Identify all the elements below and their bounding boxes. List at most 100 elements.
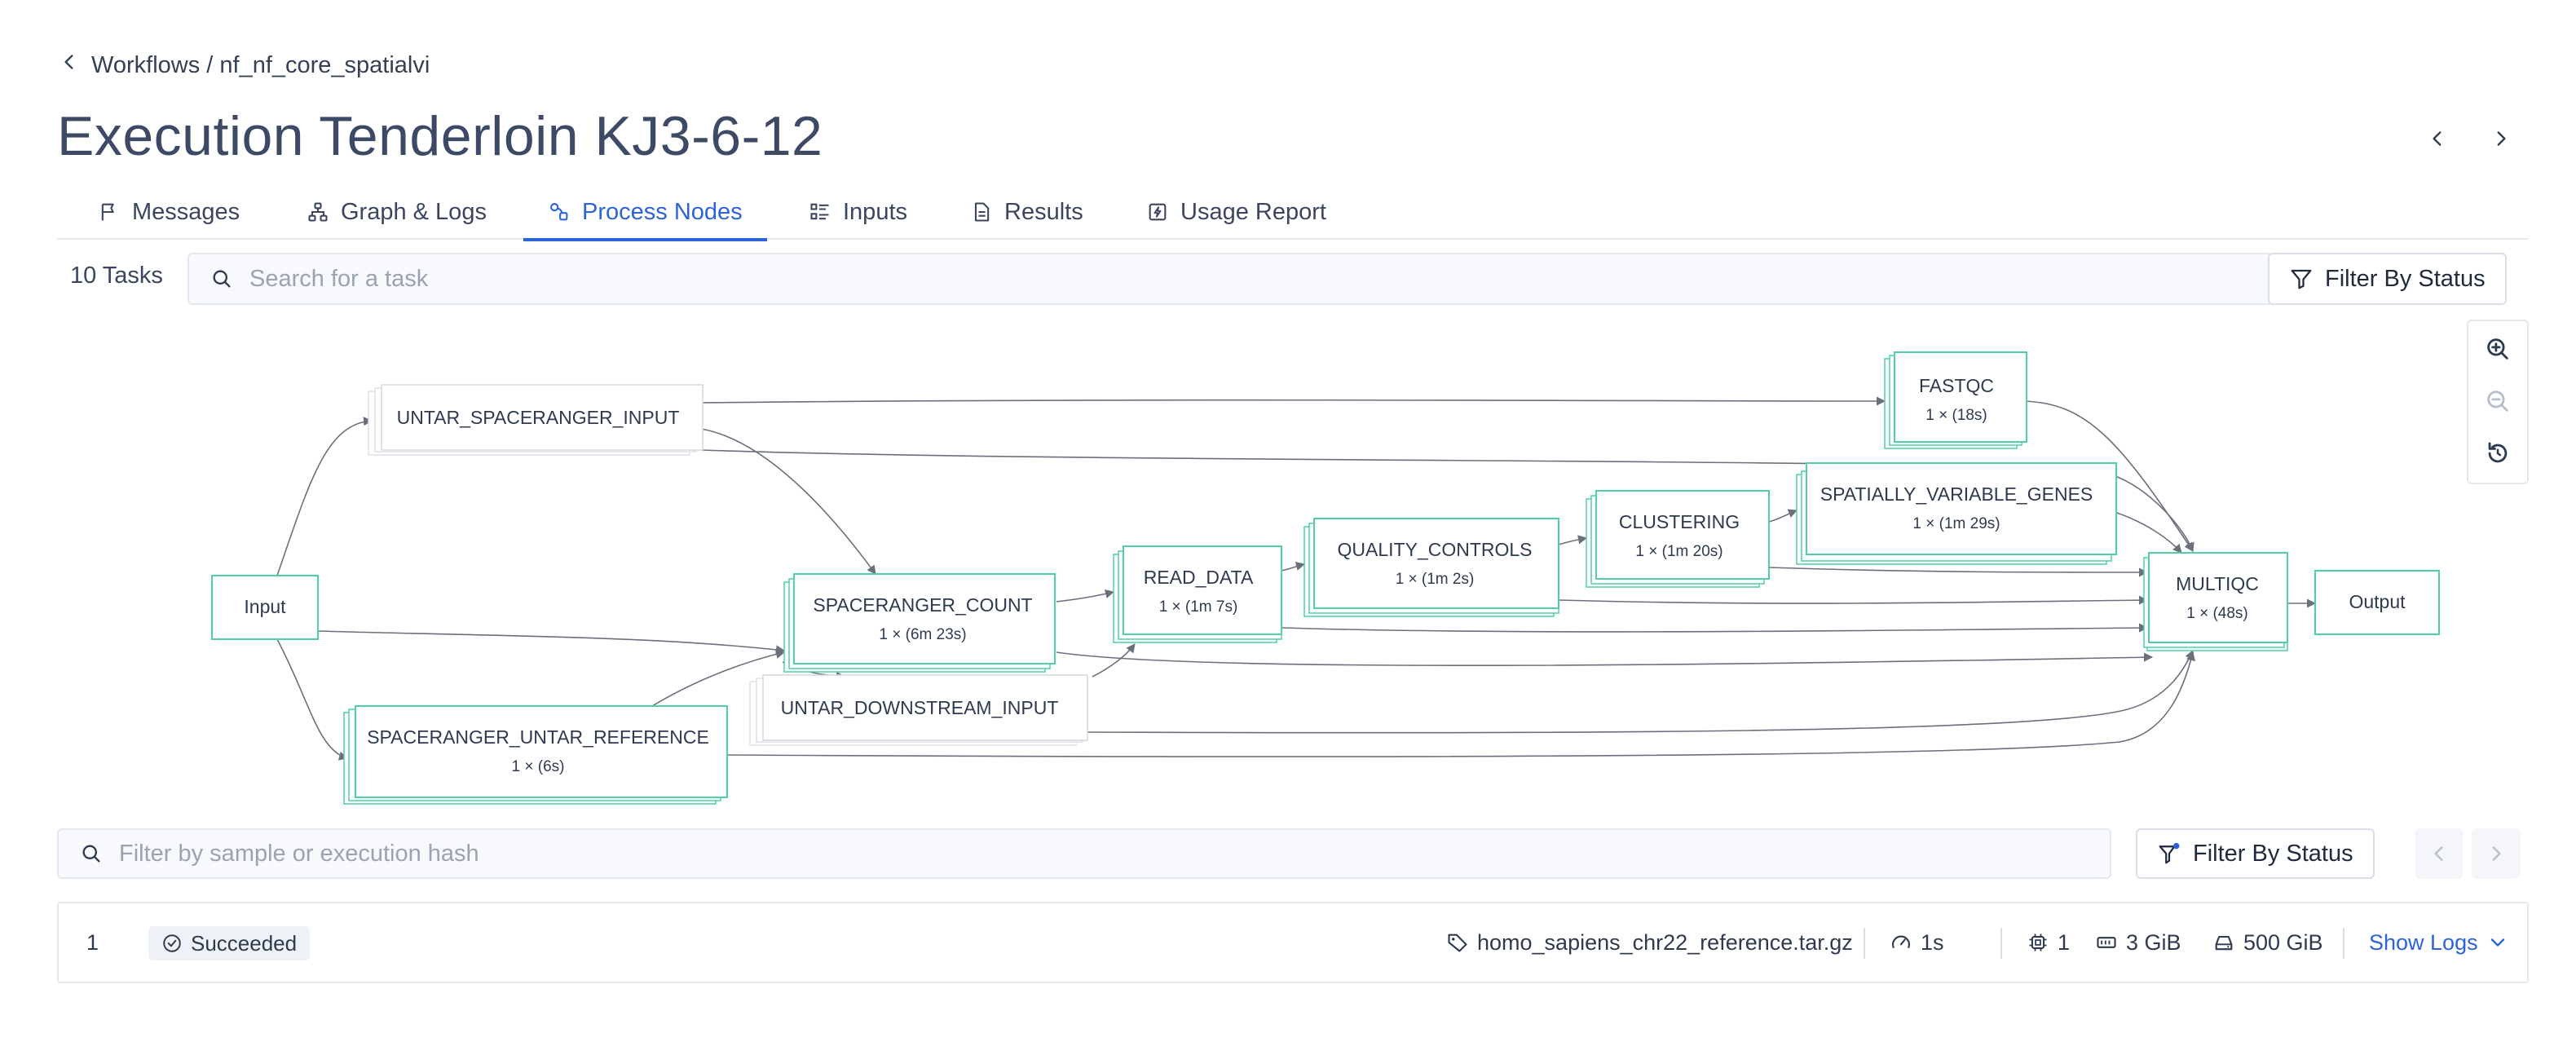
edge-input-untar-spaceranger (276, 417, 373, 576)
node-fastqc-title: FASTQC (1919, 375, 1994, 396)
node-quality-controls-title: QUALITY_CONTROLS (1338, 539, 1533, 560)
next-execution-button[interactable] (2485, 122, 2517, 155)
task-filter-by-status-button[interactable]: Filter By Status (2136, 828, 2375, 879)
node-spatially-variable-genes-subtitle: 1 × (1m 29s) (1912, 515, 2000, 532)
tab-results[interactable]: Results (970, 184, 1083, 240)
divider (2343, 928, 2344, 959)
node-multiqc[interactable]: MULTIQC 1 × (48s) (2143, 552, 2288, 651)
task-cpus: 1 (2027, 903, 2070, 982)
edge-read-data-multiqc (1281, 623, 2149, 633)
task-disk-value: 500 GiB (2243, 929, 2323, 955)
zoom-in-icon (2487, 338, 2508, 360)
page-title: Execution Tenderloin KJ3-6-12 (57, 105, 823, 167)
task-search-input[interactable] (249, 265, 2105, 293)
flag-icon (101, 203, 114, 221)
node-output-title: Output (2349, 591, 2406, 612)
task-cpus-value: 1 (2058, 929, 2071, 955)
node-untar-downstream-input-title: UNTAR_DOWNSTREAM_INPUT (781, 697, 1059, 718)
task-row[interactable]: 1 Succeeded homo_sapiens_chr22_reference… (57, 902, 2529, 983)
edge-input-reference (276, 638, 349, 761)
tab-inputs[interactable]: Inputs (809, 184, 907, 240)
edge-downstream-read-data (1092, 643, 1136, 678)
show-logs-button[interactable]: Show Logs (2369, 903, 2509, 982)
search-icon (213, 270, 231, 288)
zoom-in-button[interactable] (2468, 323, 2527, 375)
status-text: Succeeded (191, 930, 298, 956)
task-search[interactable] (187, 253, 2273, 305)
node-clustering-subtitle: 1 × (1m 20s) (1635, 543, 1722, 560)
edge-untar-input-fastqc (700, 396, 1886, 406)
chevron-down-icon (2490, 938, 2504, 947)
node-spaceranger-count[interactable]: SPACERANGER_COUNT 1 × (6m 23s) (783, 573, 1056, 673)
zoom-out-button[interactable] (2468, 375, 2527, 427)
task-sample: homo_sapiens_chr22_reference.tar.gz (1446, 903, 1853, 982)
tab-messages[interactable]: Messages (98, 184, 240, 240)
node-spaceranger-count-subtitle: 1 × (6m 23s) (879, 626, 966, 643)
node-spaceranger-untar-reference[interactable]: SPACERANGER_UNTAR_REFERENCE 1 × (6s) (343, 705, 728, 805)
edge-spaceranger-count-multiqc (1056, 651, 2154, 667)
process-graph: Input UNTAR_SPACERANGER_INPUT FASTQC 1 ×… (211, 351, 2440, 805)
tab-label: Results (1004, 198, 1083, 225)
tab-label: Inputs (843, 198, 907, 225)
node-spatially-variable-genes[interactable]: SPATIALLY_VARIABLE_GENES 1 × (1m 29s) (1796, 462, 2117, 565)
tab-label: Usage Report (1180, 198, 1326, 225)
chevron-left-icon (2434, 846, 2443, 861)
tab-usage-report[interactable]: Usage Report (1146, 184, 1326, 240)
node-output[interactable]: Output (2314, 570, 2440, 635)
node-untar-downstream-input[interactable]: UNTAR_DOWNSTREAM_INPUT (749, 674, 1088, 746)
edge-read-data-quality-controls (1281, 562, 1306, 572)
node-read-data[interactable]: READ_DATA 1 × (1m 7s) (1113, 545, 1282, 643)
node-untar-spaceranger-input[interactable]: UNTAR_SPACERANGER_INPUT (368, 384, 704, 456)
node-quality-controls[interactable]: QUALITY_CONTROLS 1 × (1m 2s) (1303, 518, 1559, 617)
filter-by-status-label: Filter By Status (2193, 840, 2353, 867)
task-disk: 500 GiB (2212, 903, 2323, 982)
task-duration-value: 1s (1921, 929, 1944, 955)
previous-execution-button[interactable] (2421, 122, 2454, 155)
breadcrumb[interactable]: Workflows / nf_nf_core_spatialvi (59, 51, 430, 80)
chevron-right-icon (2492, 846, 2501, 861)
chevron-right-icon (2497, 131, 2506, 146)
edge-clustering-svg (1768, 509, 1798, 523)
tab-graph-logs[interactable]: Graph & Logs (307, 184, 487, 240)
sample-filter-input[interactable] (119, 840, 1946, 867)
status-badge: Succeeded (148, 926, 311, 960)
cpu-icon (2029, 934, 2047, 951)
node-spatially-variable-genes-title: SPATIALLY_VARIABLE_GENES (1820, 483, 2093, 505)
node-fastqc[interactable]: FASTQC 1 × (18s) (1884, 351, 2027, 449)
search-icon (82, 845, 100, 863)
memory-icon (2097, 937, 2116, 948)
sample-filter[interactable] (57, 828, 2111, 879)
tab-process-nodes[interactable]: Process Nodes (523, 184, 767, 241)
tab-label: Graph & Logs (341, 198, 487, 225)
node-clustering-title: CLUSTERING (1619, 511, 1740, 532)
edge-svg-multiqc (2114, 511, 2182, 554)
node-fastqc-subtitle: 1 × (18s) (1925, 407, 1987, 424)
document-icon (974, 202, 990, 222)
usage-report-icon (1149, 203, 1167, 221)
process-nodes-icon (550, 203, 568, 221)
graph-icon (308, 202, 328, 222)
node-spaceranger-untar-reference-subtitle: 1 × (6s) (512, 758, 565, 775)
task-sample-name: homo_sapiens_chr22_reference.tar.gz (1477, 929, 1853, 955)
reset-zoom-button[interactable] (2468, 427, 2527, 479)
edge-spaceranger-count-read-data (1056, 589, 1115, 603)
zoom-out-icon (2487, 391, 2508, 412)
divider (1864, 928, 1865, 959)
node-read-data-subtitle: 1 × (1m 7s) (1159, 598, 1238, 616)
tab-label: Process Nodes (582, 198, 743, 225)
node-input[interactable]: Input (211, 575, 319, 640)
node-quality-controls-subtitle: 1 × (1m 2s) (1396, 571, 1475, 588)
previous-page-button[interactable] (2415, 828, 2464, 879)
edge-untar-input-spaceranger-count (700, 428, 876, 575)
edge-downstream-multiqc (1087, 649, 2194, 734)
tab-bar: Messages Graph & Logs Process Nodes Inpu… (57, 184, 2529, 241)
breadcrumb-text[interactable]: Workflows / nf_nf_core_spatialvi (91, 51, 430, 78)
filter-by-status-button[interactable]: Filter By Status (2268, 253, 2507, 305)
inputs-list-icon (810, 203, 829, 220)
next-page-button[interactable] (2472, 828, 2521, 879)
chevron-left-icon (2433, 131, 2441, 146)
node-clustering[interactable]: CLUSTERING 1 × (1m 20s) (1586, 490, 1770, 588)
divider (2000, 928, 2002, 959)
filter-icon (2291, 269, 2312, 289)
node-multiqc-subtitle: 1 × (48s) (2186, 605, 2248, 622)
